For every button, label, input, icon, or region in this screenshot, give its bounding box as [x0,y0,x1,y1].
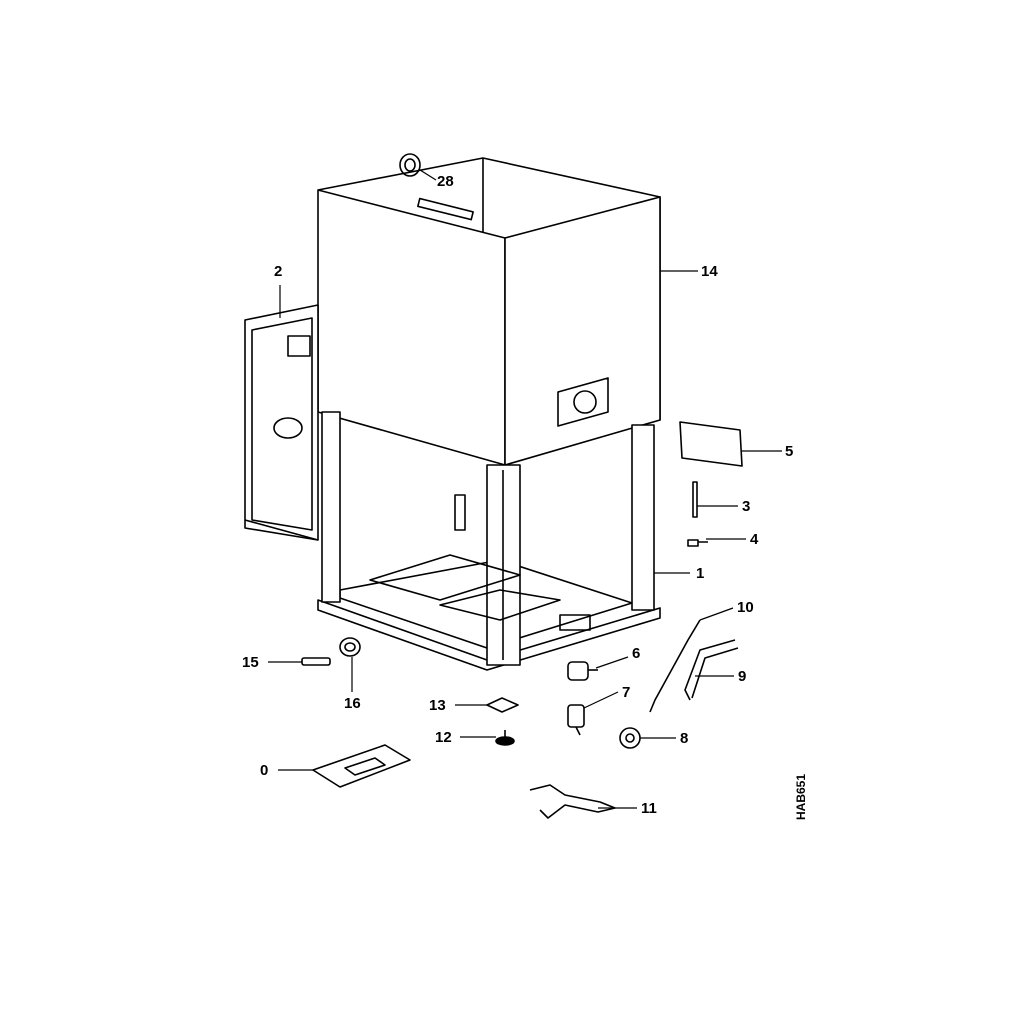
part-15-clip [301,657,331,666]
part-7-foot-holder [567,704,585,736]
callout-7: 7 [622,684,631,701]
callout-6: 6 [632,645,641,662]
part-14-cabinet [317,157,661,466]
part-5-cover [679,421,743,467]
callout-8: 8 [680,730,689,747]
part-10-rod [649,619,701,713]
part-3-pin [692,481,698,518]
part-2-side-panel [244,304,319,541]
part-28-grommet [399,153,421,177]
callout-2: 2 [274,263,283,280]
callout-16: 16 [344,695,361,712]
part-0-manual [312,744,411,788]
callout-13: 13 [429,697,446,714]
part-8-nut [619,727,641,749]
callout-12: 12 [435,729,452,746]
callout-11: 11 [641,800,657,817]
callout-5: 5 [785,443,794,460]
callout-1: 1 [696,565,705,582]
callout-15: 15 [242,654,259,671]
part-16-bushing [339,637,361,657]
part-4-clip [687,539,708,547]
callout-4: 4 [750,531,759,548]
leader-lines [268,169,782,809]
drawing-code: HAB651 [794,773,809,821]
callout-10: 10 [737,599,754,616]
part-12-foot [495,730,515,746]
callout-28: 28 [437,173,454,190]
part-6-foot-holder [567,661,598,681]
part-9-bracket [684,639,739,701]
part-11-wrench [529,784,616,819]
callout-9: 9 [738,668,747,685]
callout-0: 0 [260,762,269,779]
callout-14: 14 [701,263,718,280]
callout-3: 3 [742,498,751,515]
part-1-frame [317,411,661,671]
part-13-mount [486,697,519,713]
